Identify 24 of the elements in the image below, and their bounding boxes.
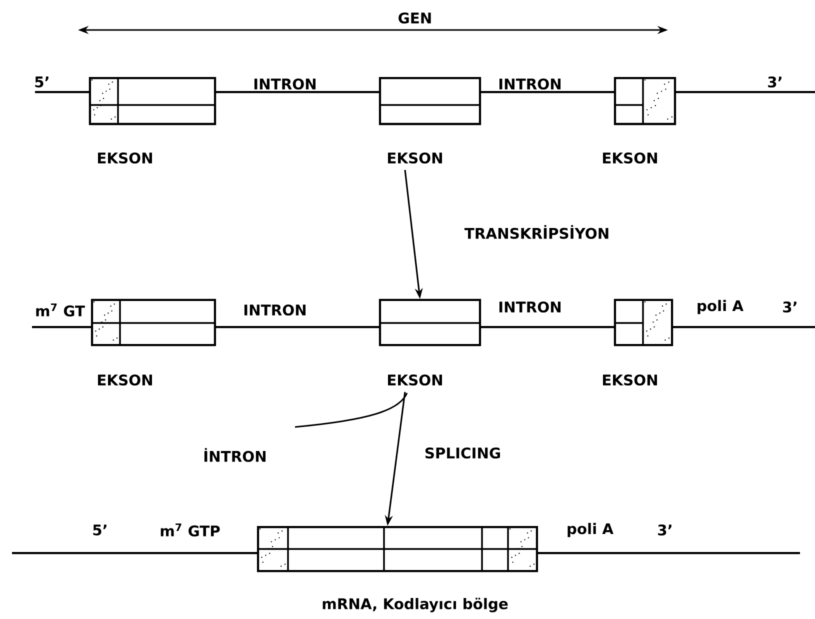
region-label: GEN <box>396 11 434 25</box>
box-caption: EKSON <box>603 152 657 164</box>
region-label: 3’ <box>780 300 800 314</box>
region-label: İNTRON <box>202 446 268 464</box>
box-caption: EKSON <box>388 374 442 386</box>
box-caption: EKSON <box>388 152 442 164</box>
region-label: m$^{7}$ GT <box>34 302 86 318</box>
box-caption: EKSON <box>98 152 152 164</box>
region-label: INTRON <box>252 77 318 91</box>
region-label: INTRON <box>496 77 564 91</box>
edge-label: SPLICING <box>425 447 500 459</box>
region-label: INTRON <box>496 300 564 314</box>
region-label: poli A <box>695 298 745 316</box>
edge-label: TRANSKRİPSİYON <box>464 225 608 239</box>
region-label: m$^{7}$ GTP <box>158 522 222 538</box>
region-label: INTRON <box>242 303 308 317</box>
box-caption: mRNA, Kodlayıcı bölge <box>322 598 508 612</box>
region-label: poli A <box>565 522 615 538</box>
region-label: 3’ <box>656 523 674 537</box>
box-caption: EKSON <box>98 374 152 386</box>
region-label: 3’ <box>766 75 784 89</box>
box-caption: EKSON <box>603 374 657 386</box>
region-label: 5’ <box>90 523 110 537</box>
region-label: 5’ <box>32 75 52 89</box>
